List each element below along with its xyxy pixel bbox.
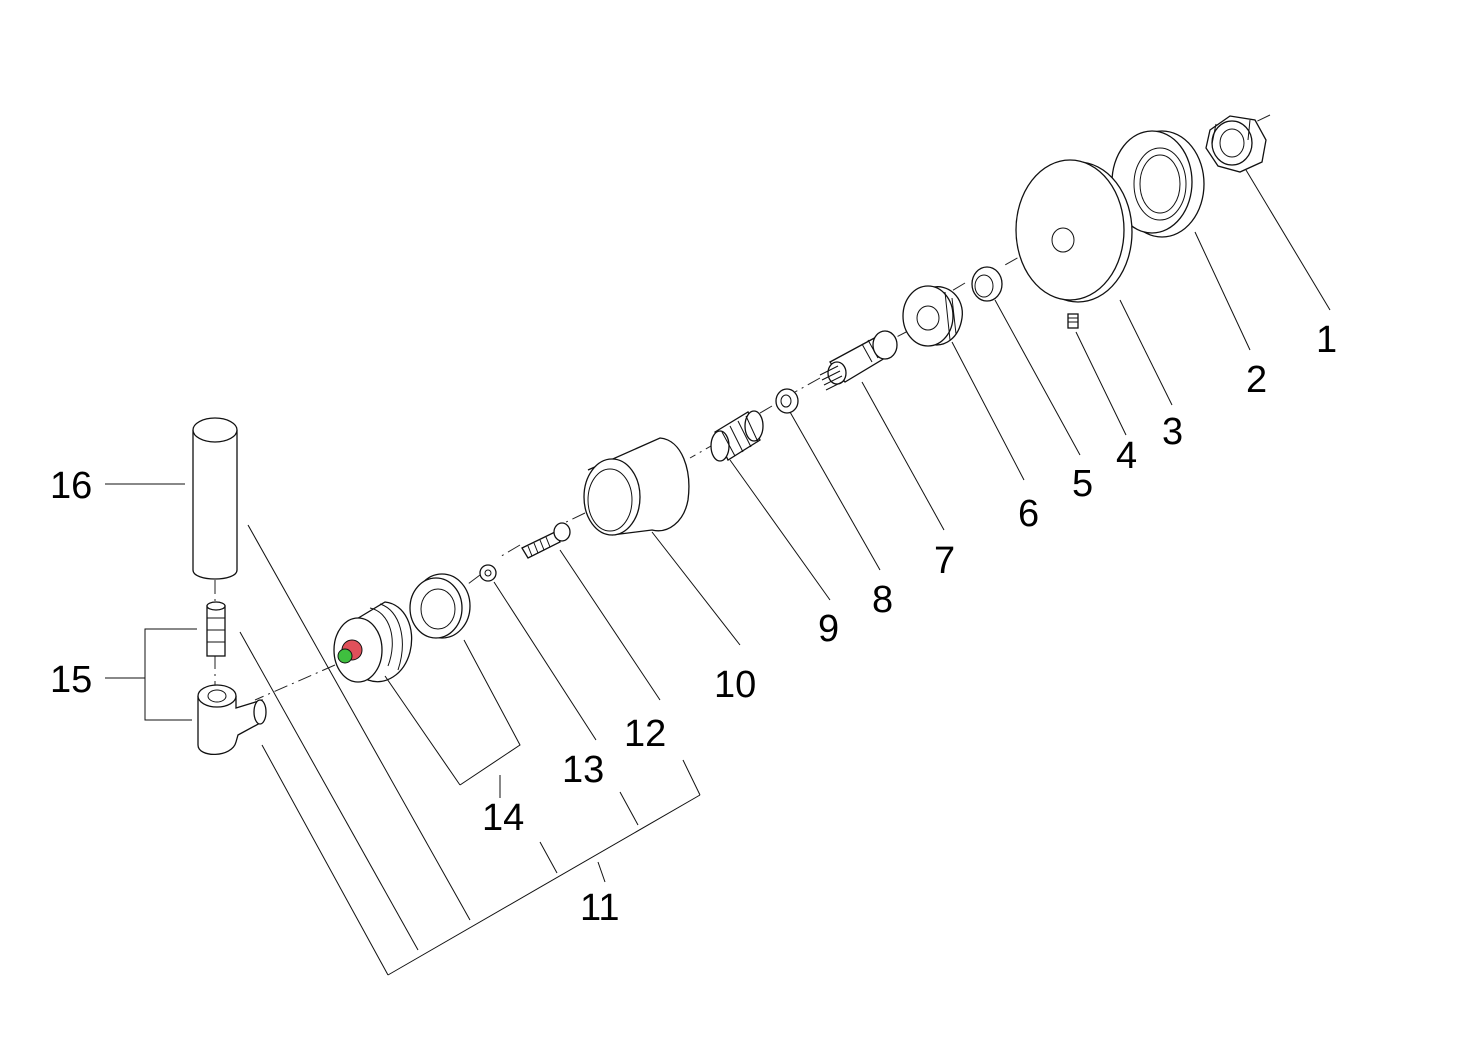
green-highlight-spline (337, 648, 353, 664)
callout-10: 10 (714, 664, 756, 706)
part-5-ring[interactable] (971, 266, 1003, 302)
callout-12: 12 (624, 713, 666, 755)
callout-15: 15 (50, 659, 92, 701)
part-11-cartridge[interactable] (333, 601, 413, 683)
callout-7: 7 (934, 540, 955, 582)
callout-5: 5 (1072, 463, 1093, 505)
part-1-hex-nut[interactable] (1205, 115, 1267, 173)
part-4-grub-screw[interactable] (1067, 313, 1079, 329)
part-16-handle-rod[interactable] (192, 417, 238, 580)
callout-16: 16 (50, 465, 92, 507)
part-14-flange[interactable] (409, 573, 471, 639)
callout-4: 4 (1116, 435, 1137, 477)
callout-8: 8 (872, 579, 893, 621)
callout-2: 2 (1246, 359, 1267, 401)
part-13-small-washer[interactable] (479, 564, 497, 582)
part-10-sleeve[interactable] (583, 437, 690, 536)
part-9-splined-adaptor[interactable] (710, 410, 764, 462)
callout-11: 11 (580, 887, 619, 929)
part-12-screw[interactable] (521, 522, 571, 559)
callout-9: 9 (818, 608, 839, 650)
part-7-spindle[interactable] (819, 330, 898, 391)
callout-6: 6 (1018, 493, 1039, 535)
callout-labels: 1 2 3 4 5 6 7 8 9 10 11 12 13 14 15 16 (50, 319, 1337, 929)
part-8-washer[interactable] (775, 388, 799, 414)
callout-13: 13 (562, 749, 604, 791)
part-15-stud[interactable] (206, 601, 226, 657)
part-3-cover-plate[interactable] (1015, 159, 1133, 303)
callout-14: 14 (482, 797, 524, 839)
callout-1: 1 (1316, 319, 1337, 361)
callout-3: 3 (1162, 411, 1183, 453)
part-15-elbow[interactable] (197, 684, 267, 756)
leader-lines (105, 169, 1331, 976)
part-6-bushing[interactable] (902, 285, 963, 347)
part-2-threaded-ring[interactable] (1111, 130, 1205, 238)
